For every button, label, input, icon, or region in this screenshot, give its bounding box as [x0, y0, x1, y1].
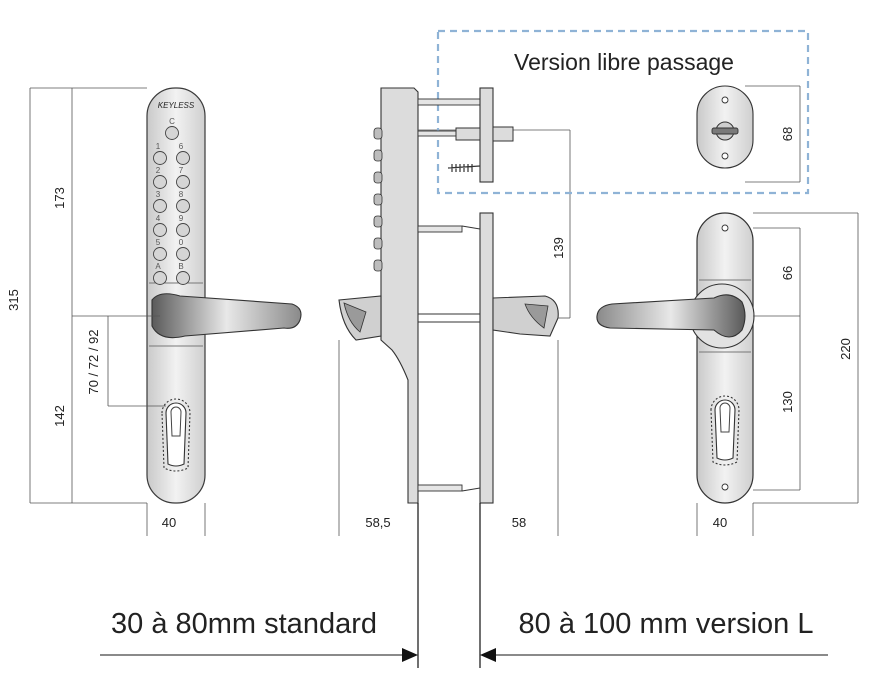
- key-button: [153, 199, 167, 213]
- key-label-right: 7: [179, 166, 184, 175]
- dim-lower-height: 142: [52, 405, 67, 427]
- screw-icon: [447, 164, 481, 172]
- version-box-title: Version libre passage: [514, 49, 734, 75]
- key-label-right: 6: [179, 142, 184, 151]
- side-button-profile: [373, 127, 383, 272]
- thickness-arrows: [100, 648, 828, 662]
- middle-dimension-lines: [338, 129, 571, 536]
- key-button: [176, 199, 190, 213]
- lever-handle: [151, 293, 302, 339]
- outside-cylinder-cutout: [710, 395, 740, 466]
- side-key-bump: [373, 237, 383, 250]
- outside-lever: [596, 294, 746, 338]
- caption-version-l: 80 à 100 mm version L: [519, 608, 814, 640]
- right-dimension-lines: [696, 212, 859, 536]
- door-thickness-lines: [417, 503, 481, 668]
- keypad-buttons: 1 2 3 4 5A 6 7 8 9 0B: [153, 142, 190, 285]
- key-label-left: 3: [156, 190, 161, 199]
- left-dimension-lines: [29, 87, 206, 536]
- dim-lever-reach-right: 58: [512, 515, 526, 530]
- outside-handle-front-view: [596, 212, 755, 504]
- key-button: [176, 223, 190, 237]
- key-label-left: 4: [156, 214, 161, 223]
- side-plate-right: [479, 212, 494, 504]
- dim-version-height: 68: [780, 127, 795, 141]
- side-key-bump: [373, 259, 383, 272]
- key-label-left: A: [155, 262, 161, 271]
- side-lever-right: [492, 295, 559, 337]
- side-view: [338, 87, 559, 504]
- key-button: [176, 151, 190, 165]
- side-key-bump: [373, 127, 383, 140]
- key-button: [153, 151, 167, 165]
- key-button: [176, 175, 190, 189]
- dim-lower-right: 130: [780, 391, 795, 413]
- side-key-bump: [373, 215, 383, 228]
- key-label-left: 5: [156, 238, 161, 247]
- dim-plate-height-right: 220: [838, 338, 853, 360]
- key-label-left: 1: [156, 142, 161, 151]
- dim-spindle-height: 139: [551, 237, 566, 259]
- side-key-bump: [373, 193, 383, 206]
- side-key-bump: [373, 171, 383, 184]
- key-button: [176, 247, 190, 261]
- key-label-right: B: [178, 262, 183, 271]
- key-button: [153, 175, 167, 189]
- cylinder-cutout: [161, 398, 191, 472]
- dim-lever-reach-left: 58,5: [365, 515, 390, 530]
- side-plate-left: [380, 87, 419, 504]
- version-dimension-lines: [745, 85, 801, 183]
- key-button: [153, 223, 167, 237]
- key-label-right: 9: [179, 214, 184, 223]
- side-key-bump: [373, 149, 383, 162]
- key-button: [153, 247, 167, 261]
- dim-cylinder-offset: 70 / 72 / 92: [86, 329, 101, 394]
- key-button: [153, 271, 167, 285]
- dim-plate-width-left: 40: [162, 515, 176, 530]
- version-libre-passage-box: [436, 29, 810, 195]
- key-label-top: C: [169, 117, 175, 126]
- key-button: [176, 271, 190, 285]
- caption-standard: 30 à 80mm standard: [111, 608, 377, 640]
- key-button: [165, 126, 179, 140]
- key-label-left: 2: [156, 166, 161, 175]
- dim-total-height: 315: [6, 289, 21, 311]
- key-label-right: 8: [179, 190, 184, 199]
- version-side-view: [417, 87, 514, 183]
- dim-plate-width-right: 40: [713, 515, 727, 530]
- dim-upper-height: 173: [52, 187, 67, 209]
- keyless-logo: KEYLESS: [158, 101, 195, 110]
- dim-upper-right: 66: [780, 266, 795, 280]
- key-label-right: 0: [179, 238, 184, 247]
- thumb-turn-rosette-icon: [696, 85, 754, 169]
- keypad-handle-front-view: KEYLESS C 1 2 3 4 5A 6 7 8 9 0B: [146, 87, 302, 504]
